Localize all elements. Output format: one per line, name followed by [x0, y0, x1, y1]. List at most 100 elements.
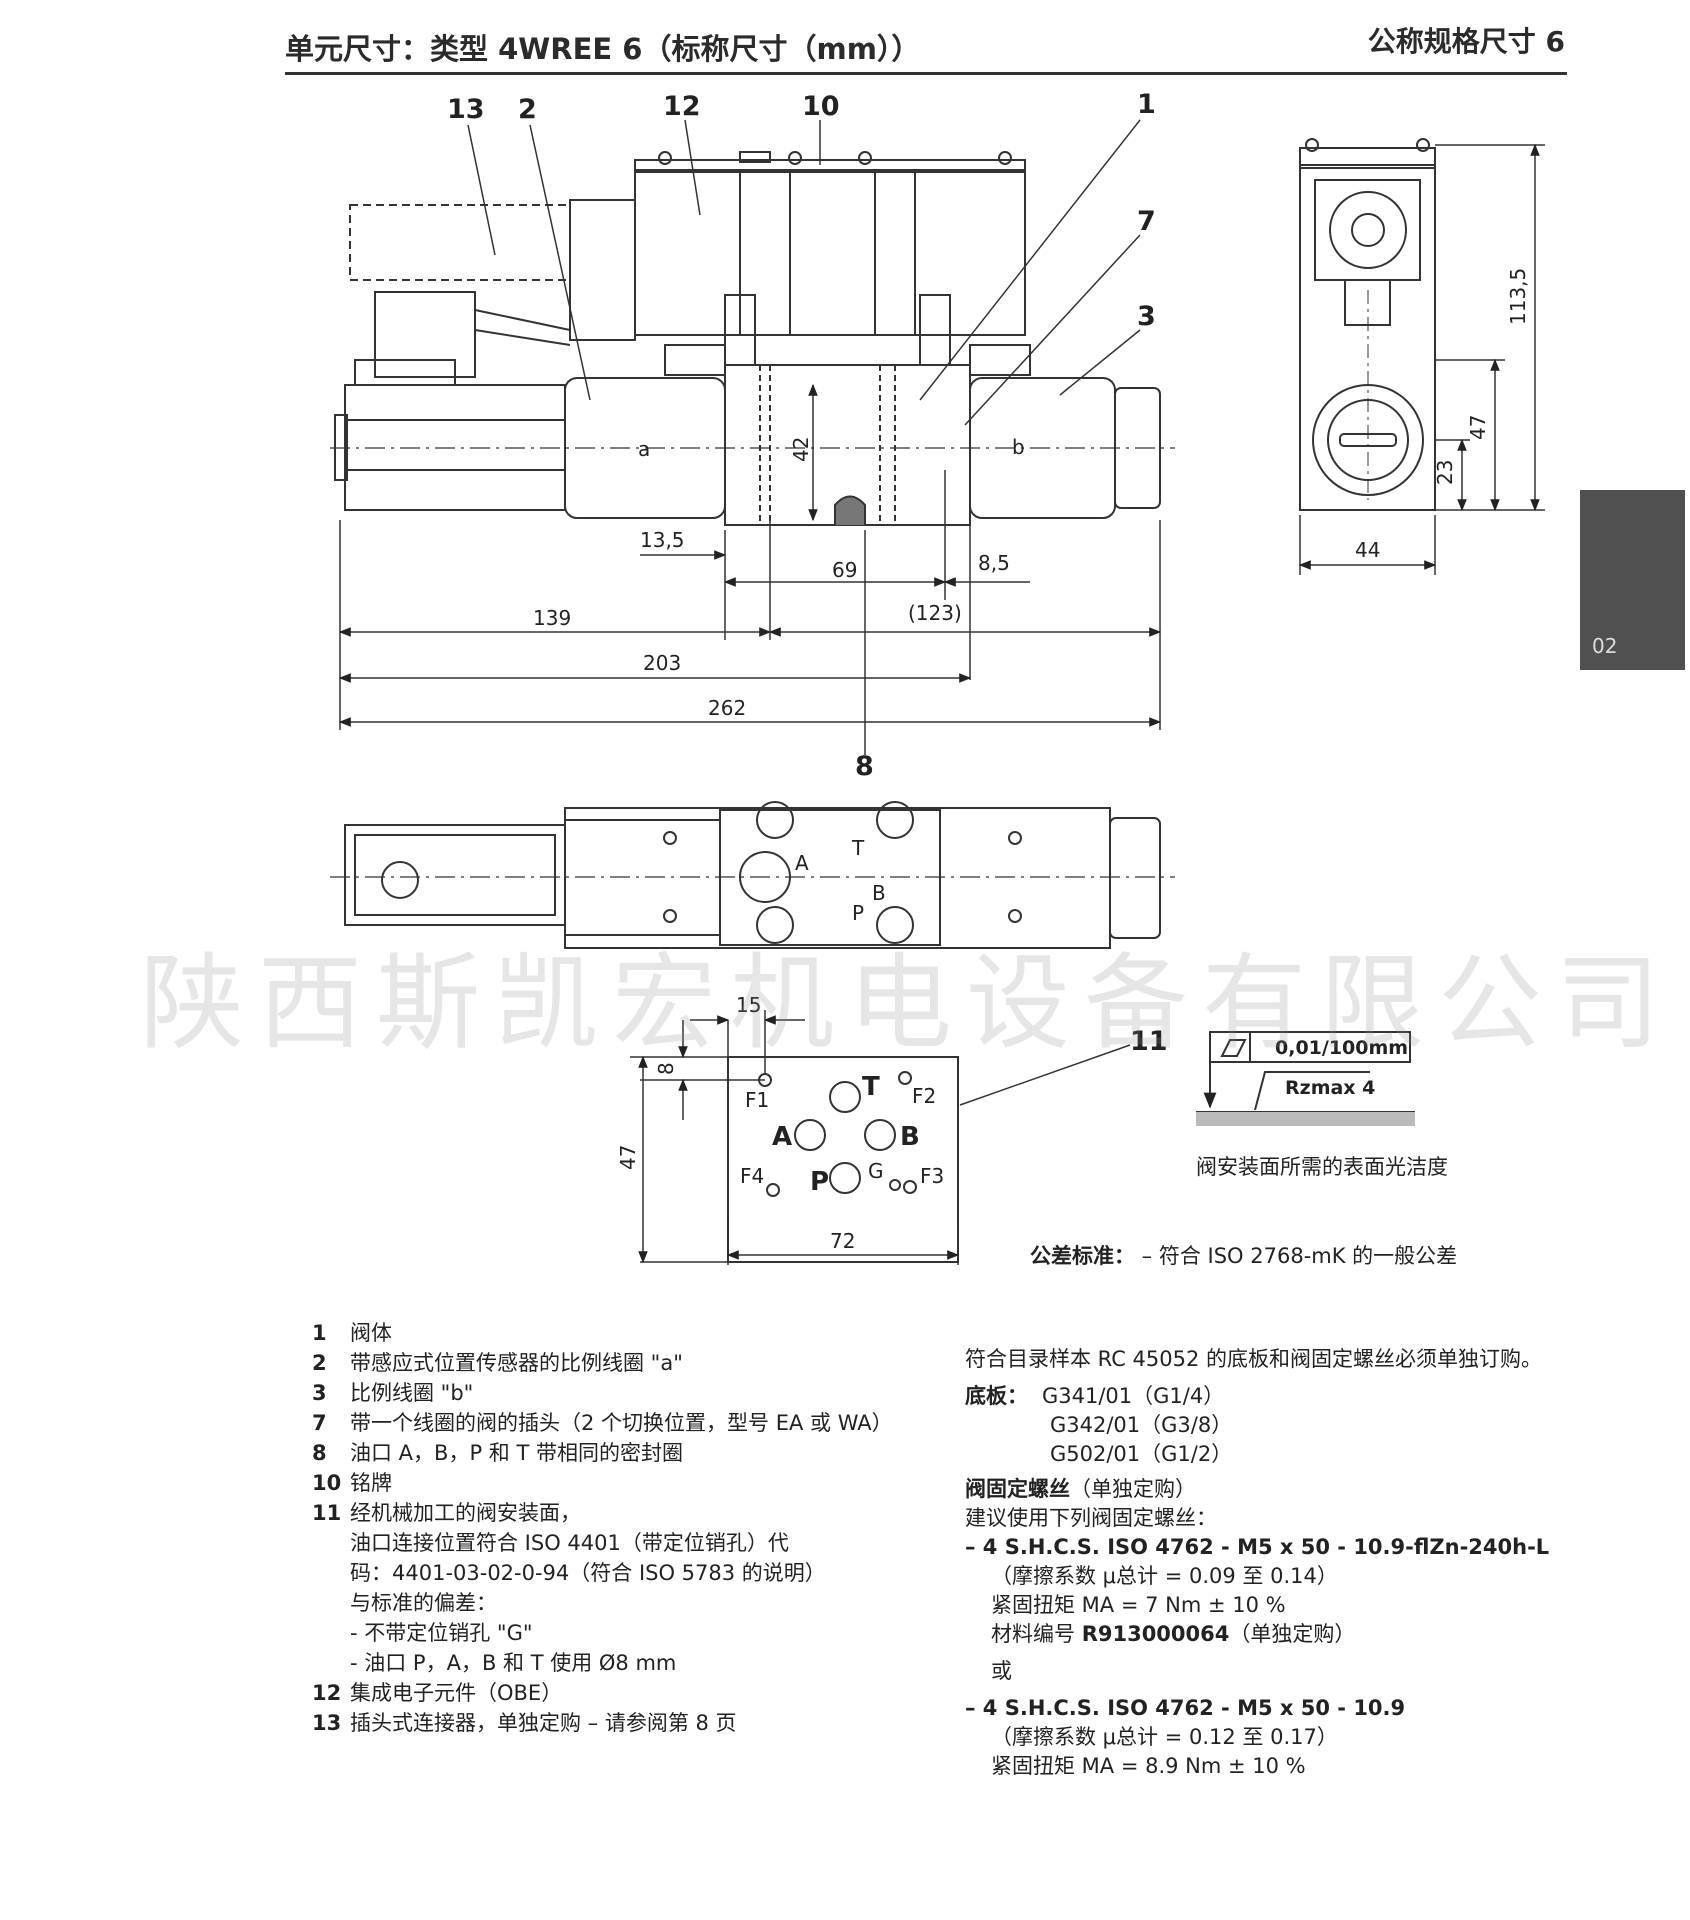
- screw-option-1-material: 材料编号 R913000064（单独定购）: [965, 1620, 1585, 1649]
- port-f2: F2: [912, 1084, 936, 1108]
- legend-line: - 油口 P，A，B 和 T 使用 Ø8 mm: [350, 1651, 677, 1675]
- end-view-dimensions: [1298, 143, 1545, 575]
- legend-num: 1: [312, 1321, 327, 1345]
- legend-text: 比例线圈 "b": [350, 1381, 474, 1405]
- side-tab-label: 02: [1592, 634, 1618, 658]
- plates-intro: 符合目录样本 RC 45052 的底板和阀固定螺丝必须单独订购。: [965, 1347, 1543, 1371]
- port-g: G: [868, 1159, 884, 1183]
- legend-item: 13 插头式连接器，单独定购 – 请参阅第 8 页: [312, 1708, 932, 1738]
- plate-item: G341/01（G1/4）: [1042, 1384, 1225, 1408]
- callout-leaders: [467, 119, 1141, 1106]
- dim-69: 69: [832, 558, 857, 582]
- roughness-value: Rzmax 4: [1285, 1077, 1375, 1099]
- tolerance-note: 公差标准： – 符合 ISO 2768-mK 的一般公差: [1030, 1240, 1457, 1270]
- legend-text: 油口 A，B，P 和 T 带相同的密封圈: [350, 1441, 683, 1465]
- legend-num: 8: [312, 1441, 327, 1465]
- surface-finish-symbol: [1196, 1031, 1415, 1126]
- screw-option-2: – 4 S.H.C.S. ISO 4762 - M5 x 50 - 10.9: [965, 1696, 1406, 1720]
- screws-title: 阀固定螺丝: [965, 1477, 1070, 1501]
- ordering-notes: 符合目录样本 RC 45052 的底板和阀固定螺丝必须单独订购。 底板： G341…: [965, 1345, 1585, 1781]
- legend-item: 11 经机械加工的阀安装面， 油口连接位置符合 ISO 4401（带定位销孔）代…: [312, 1498, 932, 1678]
- legend-line: 油口连接位置符合 ISO 4401（带定位销孔）代: [350, 1531, 789, 1555]
- valve-end-view: [1299, 138, 1436, 511]
- dim-23: 23: [1433, 460, 1457, 485]
- dim-47-face: 47: [616, 1145, 640, 1170]
- page-title: 单元尺寸：类型 4WREE 6（标称尺寸（mm））: [285, 32, 921, 66]
- dim-139: 139: [533, 606, 571, 630]
- dim-8-5: 8,5: [978, 551, 1010, 575]
- legend-text: 带感应式位置传感器的比例线圈 "a": [350, 1351, 683, 1375]
- plate-item: G502/01（G1/2）: [1050, 1442, 1233, 1466]
- legend-text: 铭牌: [350, 1471, 392, 1495]
- legend-text: 阀体: [350, 1321, 392, 1345]
- dim-44: 44: [1355, 538, 1380, 562]
- callout-11: 11: [1130, 1026, 1168, 1057]
- port-b-top: B: [872, 881, 886, 905]
- port-f1: F1: [745, 1088, 769, 1112]
- callout-13: 13: [447, 94, 485, 125]
- flatness-tolerance: 0,01/100mm: [1275, 1037, 1408, 1059]
- dim-203: 203: [643, 651, 681, 675]
- legend-line: - 不带定位销孔 "G": [350, 1621, 533, 1645]
- legend-num: 10: [312, 1471, 342, 1495]
- port-a-top: A: [795, 851, 809, 875]
- legend-line: 与标准的偏差：: [350, 1591, 497, 1615]
- screw-option-1-torque: 紧固扭矩 MA = 7 Nm ± 10 %: [991, 1593, 1286, 1617]
- legend-item: 1 阀体: [312, 1318, 932, 1348]
- legend-line: 码：4401-03-02-0-94（符合 ISO 5783 的说明）: [350, 1561, 826, 1585]
- callout-7: 7: [1137, 206, 1156, 237]
- legend-text: 插头式连接器，单独定购 – 请参阅第 8 页: [350, 1711, 737, 1735]
- callout-8: 8: [855, 751, 874, 782]
- material-label: 材料编号: [991, 1622, 1082, 1646]
- dim-113-5: 113,5: [1506, 268, 1530, 325]
- surface-caption: 阀安装面所需的表面光洁度: [1196, 1155, 1448, 1179]
- callout-2: 2: [518, 94, 537, 125]
- plate-item: G342/01（G3/8）: [1050, 1413, 1233, 1437]
- screw-option-2-torque: 紧固扭矩 MA = 8.9 Nm ± 10 %: [991, 1754, 1306, 1778]
- dim-8: 8: [654, 1062, 678, 1075]
- legend-text: 带一个线圈的阀的插头（2 个切换位置，型号 EA 或 WA）: [350, 1411, 893, 1435]
- dim-72: 72: [830, 1229, 855, 1253]
- legend-text: 经机械加工的阀安装面， 油口连接位置符合 ISO 4401（带定位销孔）代 码：…: [350, 1498, 932, 1678]
- screw-option-1-friction: （摩擦系数 μ总计 = 0.09 至 0.14）: [991, 1564, 1338, 1588]
- legend-text: 集成电子元件（OBE）: [350, 1681, 563, 1705]
- port-p-top: P: [852, 901, 864, 925]
- port-f3: F3: [920, 1164, 944, 1188]
- or-label: 或: [991, 1659, 1012, 1683]
- port-p-face: P: [810, 1167, 829, 1197]
- material-suffix: （单独定购）: [1229, 1622, 1356, 1646]
- legend-item: 8 油口 A，B，P 和 T 带相同的密封圈: [312, 1438, 932, 1468]
- mounting-face-dimensions: [630, 1010, 960, 1265]
- coil-label-a: a: [638, 437, 650, 461]
- callout-10: 10: [802, 91, 840, 122]
- legend-num: 13: [312, 1711, 342, 1735]
- side-view-dimensions: [338, 383, 1162, 730]
- valve-side-view: [330, 151, 1175, 526]
- tolerance-text: – 符合 ISO 2768-mK 的一般公差: [1135, 1244, 1458, 1268]
- legend-num: 11: [312, 1501, 342, 1525]
- dim-262: 262: [708, 696, 746, 720]
- port-t-face: T: [862, 1072, 880, 1102]
- size-title: 公称规格尺寸 6: [1367, 25, 1565, 58]
- callout-12: 12: [663, 91, 701, 122]
- screws-title-row: 阀固定螺丝（单独定购）: [965, 1475, 1585, 1504]
- legend-line: 经机械加工的阀安装面，: [350, 1501, 581, 1525]
- legend-num: 12: [312, 1681, 342, 1705]
- port-b-face: B: [900, 1122, 920, 1152]
- plates-label: 底板：: [965, 1384, 1028, 1408]
- dim-13-5: 13,5: [640, 528, 685, 552]
- dim-15: 15: [736, 993, 761, 1017]
- dim-123: (123): [908, 601, 962, 625]
- screw-option-2-friction: （摩擦系数 μ总计 = 0.12 至 0.17）: [991, 1725, 1338, 1749]
- plates-row: 底板： G341/01（G1/4）: [965, 1382, 1585, 1411]
- screw-option-1: – 4 S.H.C.S. ISO 4762 - M5 x 50 - 10.9-f…: [965, 1535, 1550, 1559]
- legend-item: 10 铭牌: [312, 1468, 932, 1498]
- port-f4: F4: [740, 1164, 764, 1188]
- screws-recommend: 建议使用下列阀固定螺丝：: [965, 1506, 1217, 1530]
- side-tab: 02: [1580, 490, 1685, 670]
